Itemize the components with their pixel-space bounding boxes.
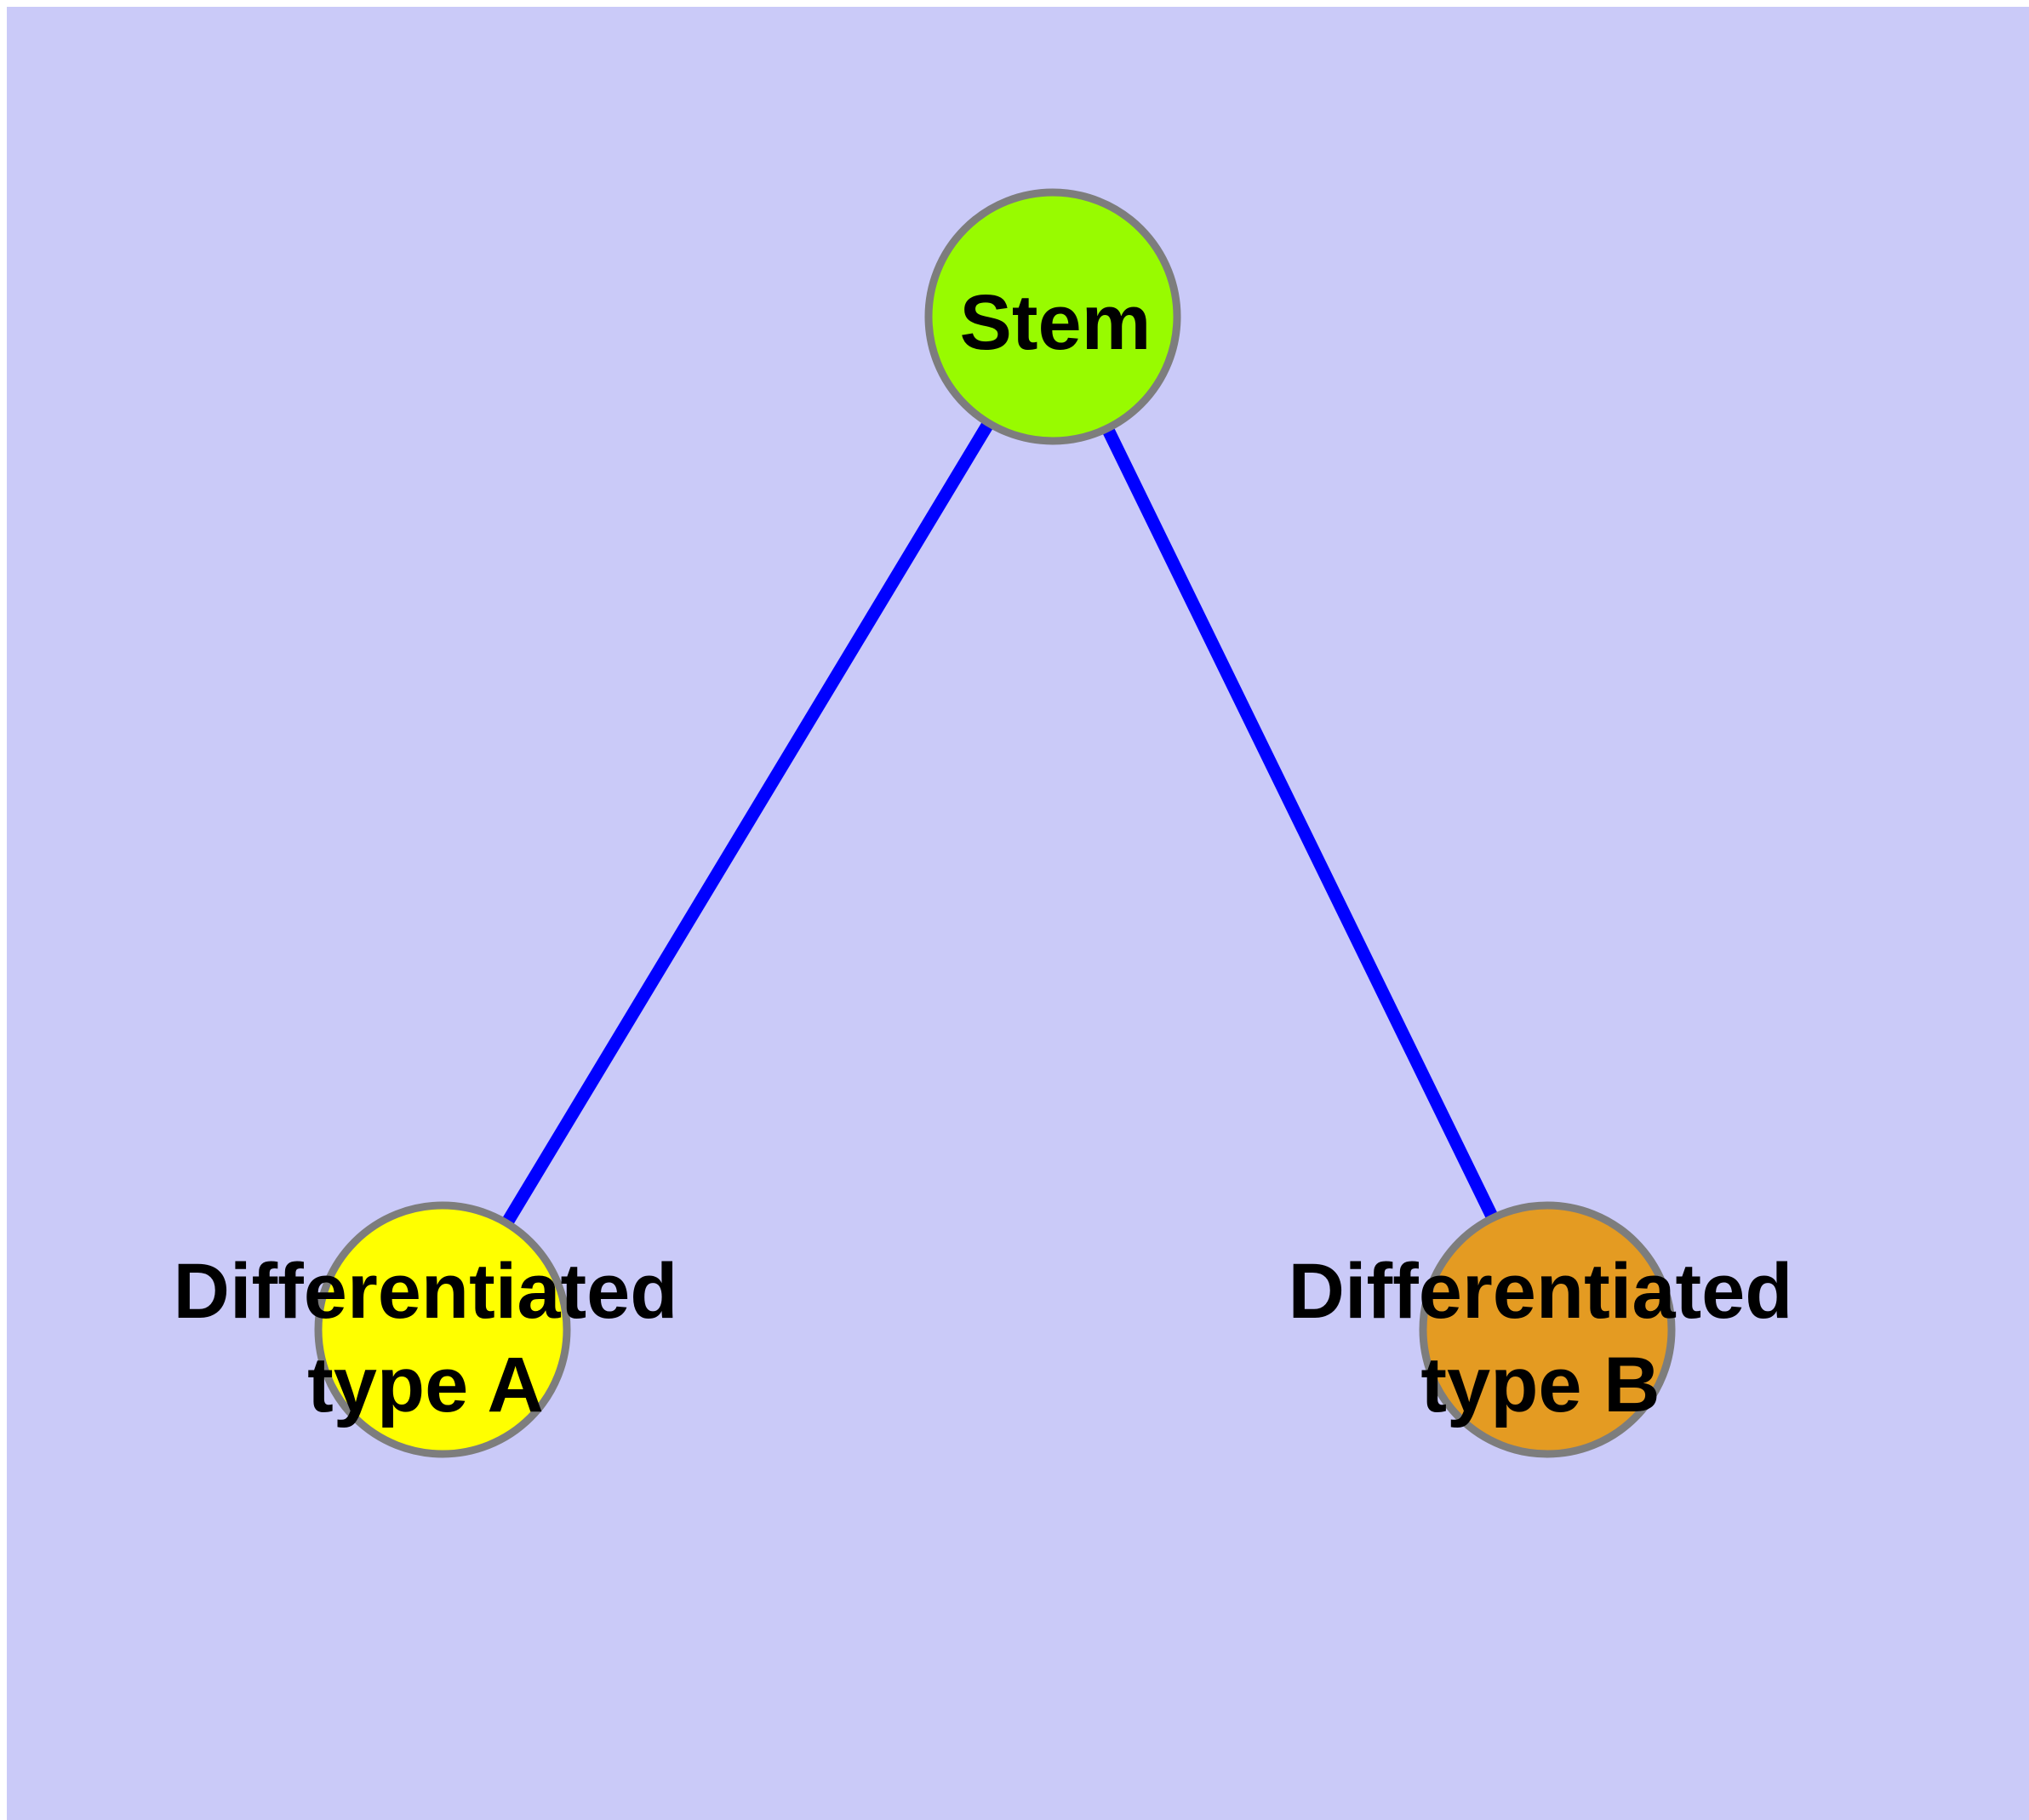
node-type-a-label-line2: type A	[307, 1342, 544, 1428]
node-type-a-label-line1: Differentiated	[174, 1248, 678, 1335]
node-type-b-label-line1: Differentiated	[1289, 1248, 1793, 1335]
node-type-b-circle	[1419, 1201, 1676, 1458]
node-type-b-label-line2: type B	[1420, 1342, 1660, 1428]
node-stem-label: Stem	[960, 279, 1152, 366]
edge-stem-to-type-a	[437, 313, 1059, 1333]
node-stem-circle	[924, 188, 1181, 445]
node-type-a-circle	[314, 1201, 571, 1458]
edge-stem-to-type-b	[1047, 313, 1553, 1333]
